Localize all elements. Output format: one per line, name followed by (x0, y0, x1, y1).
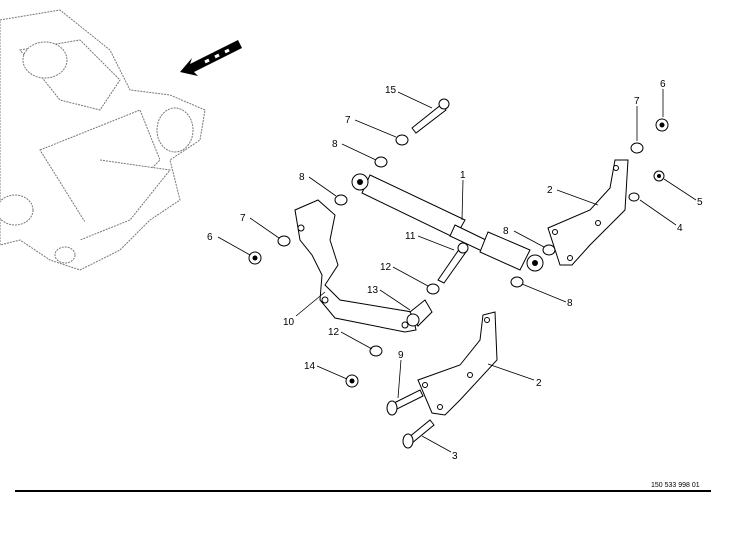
leader-lines (217, 89, 697, 453)
bolt-part-9 (386, 389, 424, 416)
shock-absorber-part-1 (351, 173, 544, 272)
direction-arrow-icon (180, 40, 242, 76)
footer-rule (15, 490, 711, 492)
bracket-part-10 (294, 199, 417, 333)
callout-14: 14 (304, 361, 316, 372)
bushing-part-13 (406, 299, 433, 327)
bracket-part-2-upper (547, 159, 629, 266)
callout-11: 11 (405, 231, 416, 242)
vehicle-frame-context (0, 9, 206, 271)
callout-8: 8 (332, 139, 338, 150)
callout-9: 9 (398, 350, 404, 361)
callout-3: 3 (452, 451, 458, 462)
callout-1: 1 (460, 170, 466, 181)
callout-4: 4 (677, 223, 683, 234)
callout-6: 6 (660, 79, 666, 90)
nuts (248, 118, 669, 388)
callout-5: 5 (697, 197, 703, 208)
callout-7: 7 (240, 213, 246, 224)
callout-7: 7 (634, 96, 640, 107)
callout-6: 6 (207, 232, 213, 243)
bracket-part-2-lower (417, 311, 498, 416)
bolt-part-15 (411, 98, 450, 134)
callout-12: 12 (380, 262, 392, 273)
callout-10: 10 (283, 317, 295, 328)
callout-8: 8 (567, 298, 573, 309)
washers (277, 134, 644, 357)
callout-2: 2 (536, 378, 542, 389)
bolt-part-11 (437, 242, 469, 284)
drawing-number: 150 533 998 01 (651, 482, 700, 489)
callout-labels: 15 7 8 8 7 6 1 11 12 13 10 12 14 9 2 3 8… (207, 79, 703, 462)
callout-13: 13 (367, 285, 379, 296)
callout-15: 15 (385, 85, 397, 96)
callout-2: 2 (547, 185, 553, 196)
callout-8: 8 (503, 226, 509, 237)
bolt-part-3 (402, 419, 435, 449)
callout-12: 12 (328, 327, 340, 338)
callout-8: 8 (299, 172, 305, 183)
callout-7: 7 (345, 115, 351, 126)
